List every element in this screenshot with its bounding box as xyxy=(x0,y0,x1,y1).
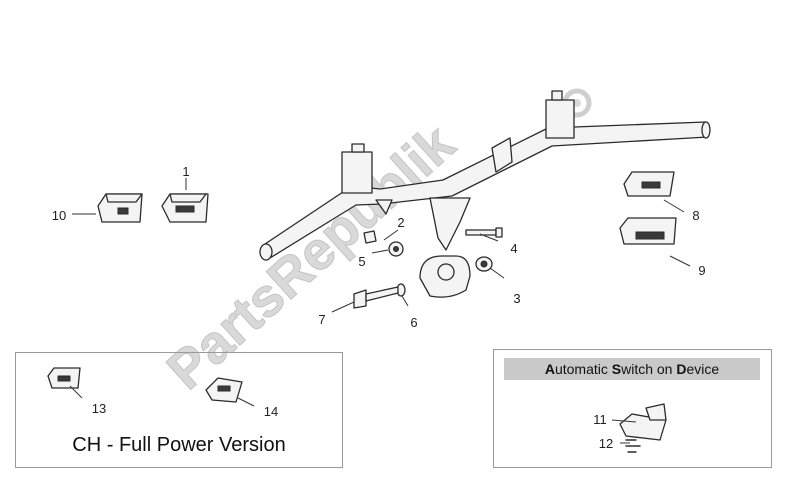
part-labels: 1 2 3 4 5 6 7 8 9 10 11 12 13 14 xyxy=(52,164,706,451)
auto-title-rest-1: utomatic xyxy=(554,361,612,377)
label-part-14: 14 xyxy=(264,404,278,419)
label-part-2: 2 xyxy=(397,215,404,230)
nut-part-3 xyxy=(475,256,493,272)
auto-title-cap-2: S xyxy=(611,361,622,377)
label-part-8: 8 xyxy=(692,208,699,223)
label-part-11: 11 xyxy=(593,412,607,427)
switch-part-8 xyxy=(623,171,675,197)
clip-part-12 xyxy=(625,439,641,453)
bolt-part-4 xyxy=(465,227,503,238)
label-part-5: 5 xyxy=(358,254,365,269)
automatic-switch-device-box: Automatic Switch on Device xyxy=(493,349,772,468)
leader-lines xyxy=(69,178,691,444)
auto-title-rest-3: evice xyxy=(686,361,720,377)
bolt-part-7 xyxy=(353,286,399,309)
label-part-3: 3 xyxy=(513,291,520,306)
label-part-12: 12 xyxy=(599,436,613,451)
switch-part-14 xyxy=(205,377,243,403)
switch-part-9 xyxy=(619,217,677,245)
switch-part-13 xyxy=(47,367,81,389)
label-part-13: 13 xyxy=(92,401,106,416)
ch-box-title: CH - Full Power Version xyxy=(72,434,286,456)
ch-full-power-version-box: CH - Full Power Version xyxy=(15,352,343,468)
label-part-7: 7 xyxy=(318,312,325,327)
clip-part-2 xyxy=(363,230,377,244)
label-part-9: 9 xyxy=(698,263,705,278)
label-part-4: 4 xyxy=(510,241,517,256)
switch-part-11 xyxy=(619,403,667,441)
auto-box-title-bar: Automatic Switch on Device xyxy=(504,358,760,380)
switch-part-10 xyxy=(97,193,143,223)
handlebar-assembly xyxy=(259,90,711,261)
label-part-10: 10 xyxy=(52,208,66,223)
label-part-1: 1 xyxy=(182,164,189,179)
clamp-part-3-assembly xyxy=(419,255,471,298)
switch-part-1 xyxy=(161,193,209,223)
auto-title-cap-3: D xyxy=(676,361,687,377)
auto-title-rest-2: witch on xyxy=(621,361,677,377)
nut-part-5 xyxy=(388,241,404,257)
auto-title-cap-1: A xyxy=(544,361,555,377)
label-part-6: 6 xyxy=(410,315,417,330)
